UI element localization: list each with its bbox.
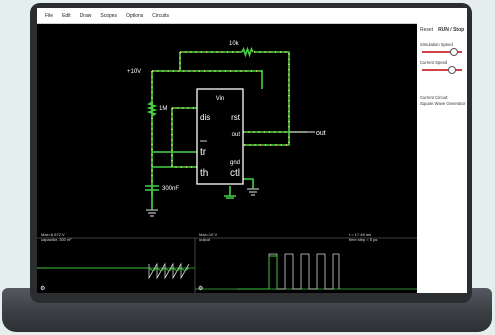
pin-vin-label: Vin	[216, 96, 225, 102]
sim-speed-knob[interactable]	[450, 48, 458, 56]
scope1-max: Max=6.672 V	[41, 232, 65, 237]
pin-out-label: out	[232, 132, 241, 138]
current-speed-label: Current Speed	[420, 60, 448, 65]
control-panel: Reset RUN / Stop Simulation Speed Curren…	[417, 8, 467, 293]
scope2-max: Max=10 V	[199, 232, 218, 237]
current-dots-top	[180, 51, 290, 146]
current-dots-rail	[151, 52, 262, 186]
pin-ctl-label: ctl	[230, 168, 240, 179]
sim-speed-slider[interactable]	[422, 47, 462, 57]
menu-options[interactable]: Options	[126, 12, 144, 19]
current-circuit-label: Current Circuit:	[420, 95, 449, 100]
time-value: t = 17.48 ms	[349, 232, 372, 237]
scope1-channel: capacitor, 300 nF	[41, 237, 72, 242]
app-screen: File Edit Draw Scopes Options Circuits	[37, 8, 467, 293]
current-speed-track	[422, 69, 462, 71]
pin-gnd-label: gnd	[230, 160, 240, 166]
menu-edit[interactable]: Edit	[62, 12, 71, 19]
current-circuit-name: Square Wave Generator	[420, 101, 466, 106]
out-label: out	[316, 130, 326, 137]
pin-tr-label: tr	[200, 147, 207, 158]
menu-scopes[interactable]: Scopes	[100, 12, 118, 19]
run-stop-button[interactable]: RUN / Stop	[438, 27, 465, 33]
menu-circuits[interactable]: Circuits	[152, 12, 169, 19]
wire-gnd	[243, 178, 254, 189]
menu-bar: File Edit Draw Scopes Options Circuits	[37, 8, 417, 24]
scope1-waveform	[148, 262, 190, 280]
scope2-waveform	[268, 253, 340, 290]
reset-button[interactable]: Reset	[420, 27, 434, 33]
pin-rst-label: rst	[231, 113, 241, 122]
sim-speed-label: Simulation Speed	[420, 42, 453, 47]
timer-ic-555[interactable]	[196, 88, 244, 185]
wire-ctl	[224, 186, 236, 199]
scope2-trace-green	[237, 255, 278, 290]
r1-label: 10k	[229, 41, 240, 47]
ground-symbol-ic	[247, 188, 259, 196]
scope2-gear-icon[interactable]: ⚙	[198, 285, 203, 292]
r2-label: 1M	[159, 106, 167, 112]
sim-speed-track	[422, 51, 462, 53]
circuit-canvas[interactable]: Vin dis rst out tr th ctl gnd +10V 10k 1…	[37, 24, 417, 293]
current-dots-dis	[171, 107, 197, 168]
ground-symbol-cap	[146, 209, 158, 217]
supply-label: +10V	[127, 69, 141, 75]
menu-draw[interactable]: Draw	[79, 12, 92, 19]
scope1-trace-green	[37, 267, 190, 272]
pin-dis-label: dis	[200, 113, 210, 122]
scope1-gear-icon[interactable]: ⚙	[40, 285, 45, 292]
resistor-1m[interactable]	[146, 101, 158, 117]
menu-file[interactable]: File	[45, 12, 54, 19]
cap-label: 300nF	[162, 186, 179, 192]
scope2-channel: output	[199, 237, 211, 242]
resistor-10k[interactable]	[241, 46, 254, 58]
pin-th-label: th	[200, 168, 208, 179]
current-speed-knob[interactable]	[448, 66, 456, 74]
current-speed-slider[interactable]	[422, 65, 462, 75]
time-step: time step = 5 µs	[349, 237, 378, 242]
wire-dis	[152, 107, 197, 168]
